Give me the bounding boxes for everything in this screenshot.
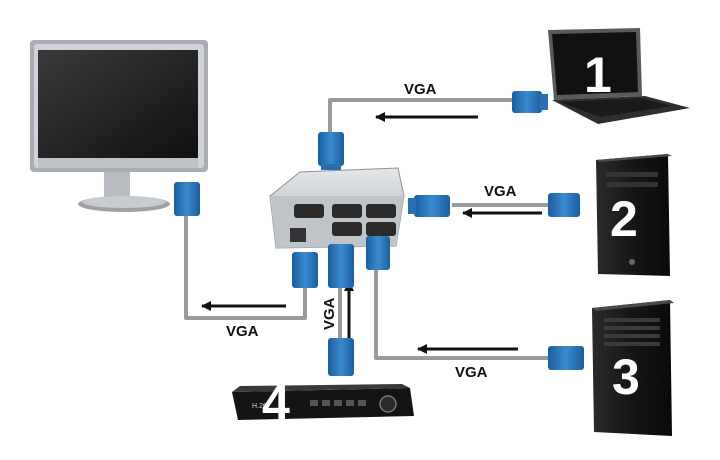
monitor-icon — [30, 40, 208, 212]
cables — [184, 98, 552, 360]
vga-connector-icon — [548, 193, 580, 217]
device-number-4: 4 — [262, 375, 290, 431]
cable-desktop-b-to-switch — [374, 268, 552, 360]
device-number-2: 2 — [610, 191, 638, 247]
cable-laptop-to-switch — [328, 98, 515, 135]
cable-labels: VGA VGA VGA VGA VGA — [226, 81, 517, 381]
cable-label-laptop: VGA — [404, 81, 437, 98]
arrows — [201, 112, 542, 354]
laptop-icon: 1 — [548, 28, 690, 124]
cable-label-desktop-a: VGA — [484, 183, 517, 200]
vga-switch-icon — [269, 167, 405, 249]
vga-connector-icon — [366, 236, 390, 270]
cable-label-dvr: VGA — [321, 297, 338, 330]
desktop-tower-icon: 3 — [592, 300, 674, 436]
device-number-1: 1 — [584, 47, 612, 103]
vga-connector-icon — [318, 132, 344, 170]
desktop-tower-icon: 2 — [596, 154, 672, 276]
cable-switch-to-monitor — [184, 214, 307, 320]
vga-connector-icon — [512, 91, 548, 113]
cable-label-monitor: VGA — [226, 323, 259, 340]
cable-label-desktop-b: VGA — [455, 364, 488, 381]
vga-connectors — [174, 91, 584, 376]
vga-connector-icon — [328, 338, 354, 376]
vga-connector-icon — [174, 182, 200, 216]
vga-connector-icon — [328, 244, 354, 288]
vga-connector-icon — [548, 346, 584, 370]
dvr-brand-label: H.26 — [252, 403, 267, 410]
vga-connector-icon — [408, 195, 450, 217]
device-number-3: 3 — [612, 349, 640, 405]
dvr-icon: H.26 4 — [232, 375, 414, 431]
vga-connector-icon — [292, 252, 318, 288]
